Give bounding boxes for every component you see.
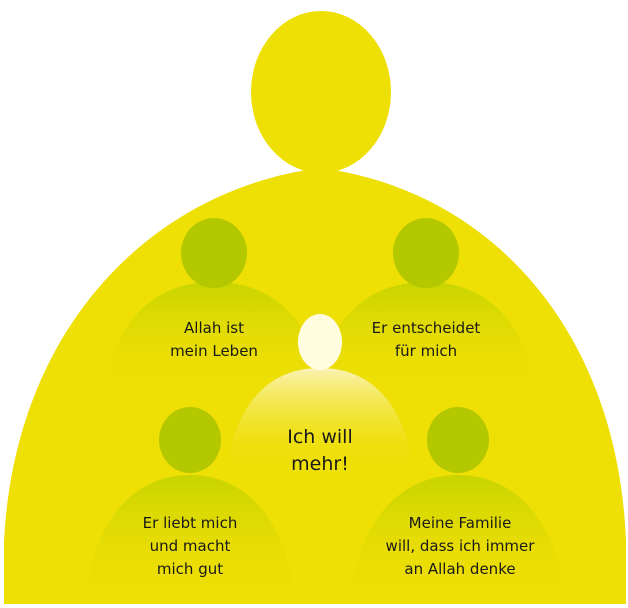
label-line: Allah ist xyxy=(184,319,244,337)
top-right-figure-body xyxy=(317,282,535,392)
center-figure-label: Ich will mehr! xyxy=(220,424,420,478)
label-line: mehr! xyxy=(291,453,349,475)
top-left-figure-label: Allah ist mein Leben xyxy=(114,317,314,363)
top-left-figure-head xyxy=(181,218,247,288)
label-line: Er liebt mich xyxy=(142,514,238,532)
big-figure-head xyxy=(251,11,391,173)
label-line: an Allah denke xyxy=(404,560,516,578)
label-line: Ich will xyxy=(287,426,353,448)
bottom-right-figure-body xyxy=(350,475,565,604)
label-line: mein Leben xyxy=(170,342,258,360)
label-line: und macht xyxy=(149,537,231,555)
top-right-figure-head xyxy=(393,218,459,288)
bottom-left-figure-body xyxy=(85,475,295,604)
center-figure-body xyxy=(226,368,414,470)
center-figure-head xyxy=(298,314,342,370)
label-line: mich gut xyxy=(156,560,224,578)
label-line: Er entscheidet xyxy=(371,319,481,337)
label-line: will, dass ich immer xyxy=(385,537,535,555)
label-line: Meine Familie xyxy=(408,514,512,532)
bottom-left-figure-label: Er liebt mich und macht mich gut xyxy=(90,512,290,581)
label-line: für mich xyxy=(394,342,458,360)
bottom-left-figure-head xyxy=(159,407,221,473)
top-right-figure-label: Er entscheidet für mich xyxy=(326,317,526,363)
bottom-right-figure-head xyxy=(427,407,489,473)
top-left-figure-body xyxy=(105,282,323,392)
bottom-right-figure-label: Meine Familie will, dass ich immer an Al… xyxy=(355,512,565,581)
